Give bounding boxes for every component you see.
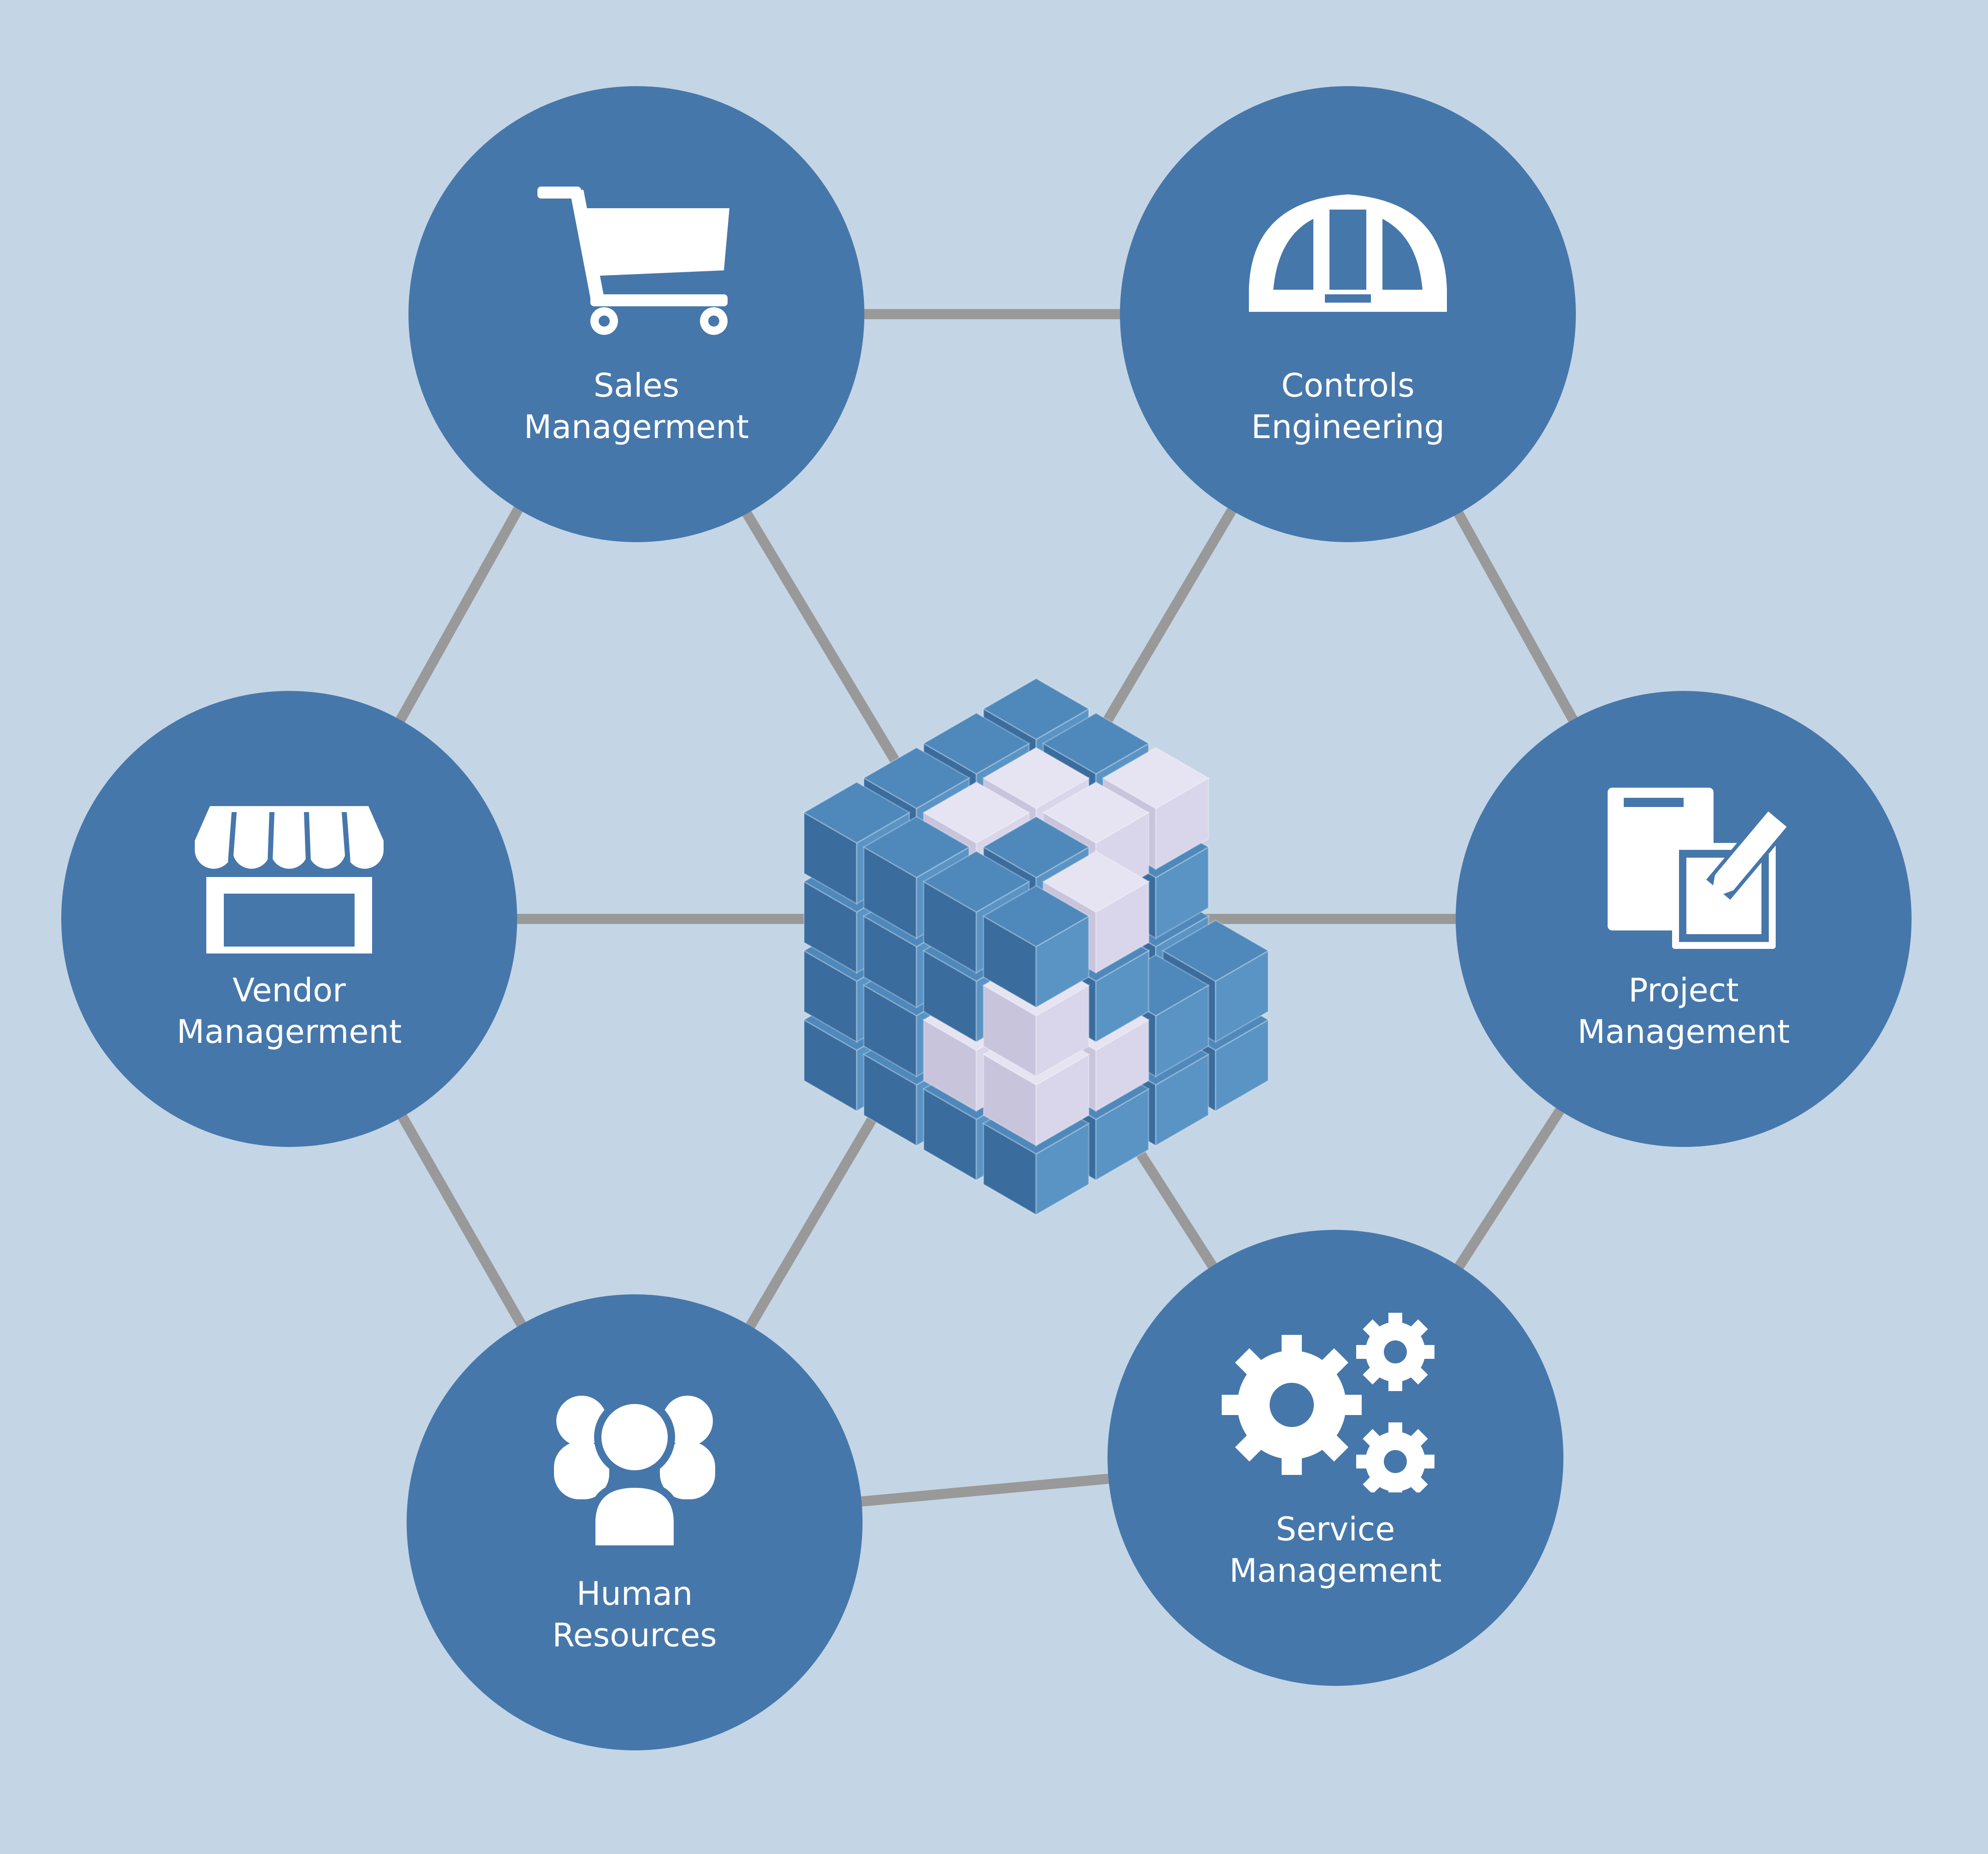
cube-block-face — [922, 850, 1031, 913]
storefront-icon — [195, 806, 384, 953]
node-label-line2: Management — [1229, 1552, 1442, 1590]
node-service-management[interactable]: Service Management — [1108, 1230, 1563, 1686]
cube-block-face — [862, 747, 971, 809]
gears-icon — [1222, 1313, 1434, 1492]
cube-block-face — [982, 747, 1090, 809]
node-label-line2: Engineering — [1251, 408, 1445, 446]
node-sales-management[interactable]: Sales Managerment — [408, 86, 864, 542]
node-label-line1: Human — [576, 1575, 693, 1613]
cube-block-face — [1102, 747, 1210, 809]
cube-block-face — [862, 816, 971, 878]
node-label-line1: Service — [1276, 1510, 1395, 1548]
hard-hat-icon — [1249, 194, 1447, 312]
node-label: Human Resources — [450, 1573, 819, 1656]
node-label-line2: Managerment — [524, 408, 749, 446]
cube-block-face — [982, 678, 1090, 740]
node-label: Project Management — [1499, 970, 1868, 1053]
cube-block-face — [1042, 850, 1150, 913]
cube-block-face — [922, 712, 1031, 775]
cube-block-face — [1042, 781, 1150, 844]
node-label-line1: Project — [1628, 971, 1739, 1009]
node-label-line2: Resources — [552, 1616, 717, 1654]
node-label-line2: Management — [1577, 1013, 1790, 1051]
clipboard-pencil-icon — [1608, 788, 1793, 949]
cube-block-face — [1161, 919, 1270, 982]
node-human-resources[interactable]: Human Resources — [407, 1294, 863, 1750]
node-label: Sales Managerment — [452, 365, 821, 448]
cube-block-face — [982, 885, 1090, 947]
cube-block-face — [982, 816, 1090, 878]
cube-block-face — [1042, 712, 1150, 775]
node-label: Controls Engineering — [1164, 365, 1532, 448]
node-label-line1: Vendor — [233, 971, 346, 1009]
node-label-line1: Sales — [593, 367, 680, 404]
node-project-management[interactable]: Project Management — [1456, 691, 1912, 1147]
node-controls-engineering[interactable]: Controls Engineering — [1120, 86, 1576, 542]
cube-block-face — [802, 781, 911, 844]
node-vendor-management[interactable]: Vendor Managerment — [61, 691, 517, 1147]
people-group-icon — [554, 1396, 715, 1552]
node-label-line2: Managerment — [176, 1013, 402, 1051]
node-label-line1: Controls — [1281, 367, 1415, 404]
cube-block-face — [922, 781, 1031, 844]
node-label: Service Management — [1151, 1509, 1520, 1591]
shopping-cart-icon — [537, 187, 729, 335]
node-label: Vendor Managerment — [105, 970, 473, 1053]
